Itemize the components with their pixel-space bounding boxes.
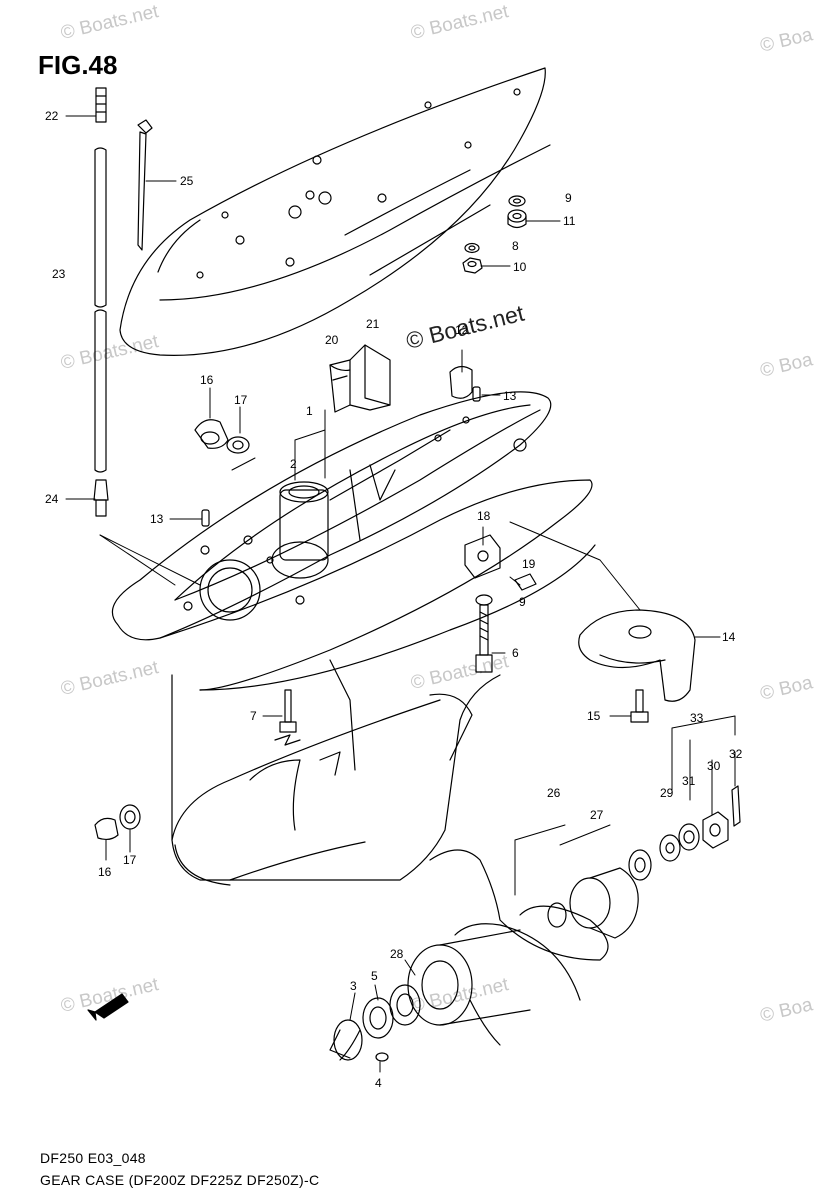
- callout-31: 31: [682, 774, 696, 788]
- part-23-shift-rod: [94, 147, 107, 473]
- callout-25: 25: [180, 174, 194, 188]
- callout-13: 13: [150, 512, 164, 526]
- callout-16: 16: [98, 865, 112, 879]
- part-25-pin: [137, 119, 153, 251]
- part-6-bolt: [475, 594, 493, 673]
- part-30-nut: [702, 811, 729, 849]
- part-17-gasket: [226, 436, 250, 454]
- callout-6: 6: [512, 646, 519, 660]
- callout-22: 22: [45, 109, 59, 123]
- part-18-block: [464, 534, 501, 579]
- callout-15: 15: [587, 709, 601, 723]
- callout-16: 16: [200, 373, 214, 387]
- part-19-bolt: [514, 573, 537, 591]
- part-5-bearing: [362, 984, 421, 1039]
- part-28-propeller: [339, 849, 609, 1061]
- callout-19: 19: [522, 557, 536, 571]
- part-27-spacer: [547, 867, 639, 939]
- part-21-bracket: [349, 344, 391, 411]
- callout-27: 27: [590, 808, 604, 822]
- callout-21: 21: [366, 317, 380, 331]
- part-7-bolt: [279, 689, 297, 733]
- callout-28: 28: [390, 947, 404, 961]
- part-13-dowel: [472, 386, 481, 402]
- callout-labels: 22 25 23 24 9 11 8 10 20 21 12 13 16 17 …: [45, 109, 743, 1090]
- part-31-washer: [678, 823, 700, 851]
- gear-case-cover: [119, 67, 551, 356]
- callout-11: 11: [563, 214, 576, 228]
- callout-24: 24: [45, 492, 59, 506]
- part-12-grommet: [449, 365, 473, 399]
- fwd-arrow-icon: [87, 993, 129, 1021]
- callout-18: 18: [477, 509, 491, 523]
- part-20-clip: [329, 359, 351, 413]
- callout-32: 32: [729, 747, 743, 761]
- callout-30: 30: [707, 759, 721, 773]
- callout-1: 1: [306, 404, 313, 418]
- callout-13: 13: [503, 389, 517, 403]
- part-8-washer: [464, 242, 480, 254]
- part-15-bolt: [630, 689, 649, 723]
- part-32-cotter-pin: [731, 785, 741, 827]
- callout-4: 4: [375, 1076, 382, 1090]
- callout-17: 17: [234, 393, 248, 407]
- part-3-thrust-hub: [329, 1019, 363, 1061]
- callout-17: 17: [123, 853, 137, 867]
- callout-20: 20: [325, 333, 339, 347]
- callout-10: 10: [513, 260, 527, 274]
- leader-lines: [65, 115, 736, 1073]
- figure-title: FIG.48: [38, 50, 118, 80]
- callout-14: 14: [722, 630, 736, 644]
- part-10-nut: [462, 257, 483, 274]
- callout-12: 12: [455, 323, 469, 337]
- callout-33: 33: [690, 711, 704, 725]
- callout-3: 3: [350, 979, 357, 993]
- callout-23: 23: [52, 267, 66, 281]
- part-14-anode: [578, 609, 696, 702]
- part-17-gasket: [119, 804, 141, 830]
- callout-9: 9: [565, 191, 572, 205]
- callout-9: 9: [519, 595, 526, 609]
- callout-8: 8: [512, 239, 519, 253]
- part-13-dowel: [201, 509, 210, 527]
- part-24-rod-fitting: [93, 479, 109, 517]
- callout-7: 7: [250, 709, 257, 723]
- part-16-plug: [194, 419, 229, 449]
- part-4-key: [375, 1052, 389, 1062]
- part-29-washer: [659, 834, 681, 862]
- part-16-plug: [94, 817, 119, 841]
- gear-case-body: [111, 391, 596, 886]
- part-22-rod-end: [95, 87, 107, 123]
- callout-5: 5: [371, 969, 378, 983]
- part-9-washer: [508, 195, 526, 207]
- part-thrust-washer: [628, 849, 652, 881]
- callout-29: 29: [660, 786, 674, 800]
- figure-caption: GEAR CASE (DF200Z DF225Z DF250Z)-C: [40, 1172, 320, 1188]
- part-11-bushing: [507, 209, 527, 229]
- figure-code: DF250 E03_048: [40, 1150, 146, 1166]
- callout-2: 2: [290, 457, 297, 471]
- callout-26: 26: [547, 786, 561, 800]
